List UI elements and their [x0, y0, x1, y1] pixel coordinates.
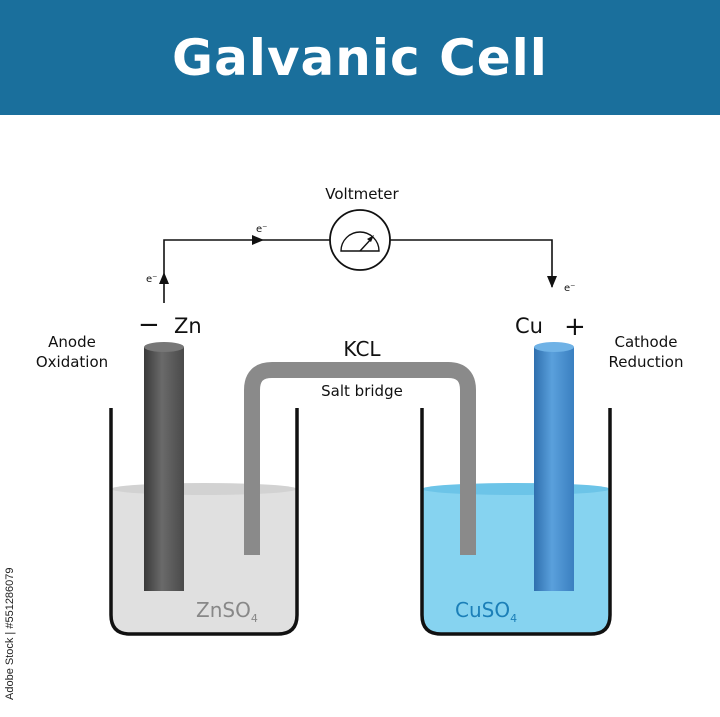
needle-tip-icon — [367, 235, 374, 242]
arrow-right-icon — [252, 235, 264, 245]
arrow-up-icon — [159, 272, 169, 284]
cathode-label: Cathode — [615, 333, 678, 351]
electron-label-left: e⁻ — [146, 274, 157, 285]
right-beaker — [420, 408, 612, 636]
cuso4-label: CuSO4 — [455, 598, 517, 625]
kcl-label: KCL — [343, 337, 381, 361]
right-solution-surface — [422, 483, 610, 495]
wire-right — [389, 239, 553, 287]
zinc-label: Zn — [174, 314, 202, 338]
reduction-label: Reduction — [609, 353, 684, 371]
wire-left — [163, 239, 331, 303]
electron-label-right: e⁻ — [564, 283, 575, 294]
salt-bridge-tube — [244, 362, 476, 555]
title-banner: Galvanic Cell — [0, 0, 720, 115]
anode-label: Anode — [48, 333, 96, 351]
voltmeter-label: Voltmeter — [325, 185, 399, 203]
salt-bridge-label: Salt bridge — [321, 382, 403, 400]
stock-watermark: Adobe Stock | #551286079 — [4, 567, 16, 700]
copper-electrode-top — [534, 342, 574, 352]
znso4-label: ZnSO4 — [196, 598, 258, 625]
anode-sign: − — [138, 310, 160, 340]
electron-label-top: e⁻ — [256, 224, 267, 235]
page-title: Galvanic Cell — [172, 28, 548, 87]
cathode-sign: + — [564, 312, 586, 342]
oxidation-label: Oxidation — [36, 353, 108, 371]
voltmeter-scale-icon — [340, 231, 380, 252]
voltmeter-dial — [329, 209, 391, 271]
zinc-electrode — [144, 347, 184, 591]
left-solution-surface — [111, 483, 297, 495]
copper-label: Cu — [515, 314, 543, 338]
left-beaker — [109, 408, 299, 636]
copper-electrode — [534, 347, 574, 591]
zinc-electrode-top — [144, 342, 184, 352]
arrow-down-icon — [547, 276, 557, 288]
